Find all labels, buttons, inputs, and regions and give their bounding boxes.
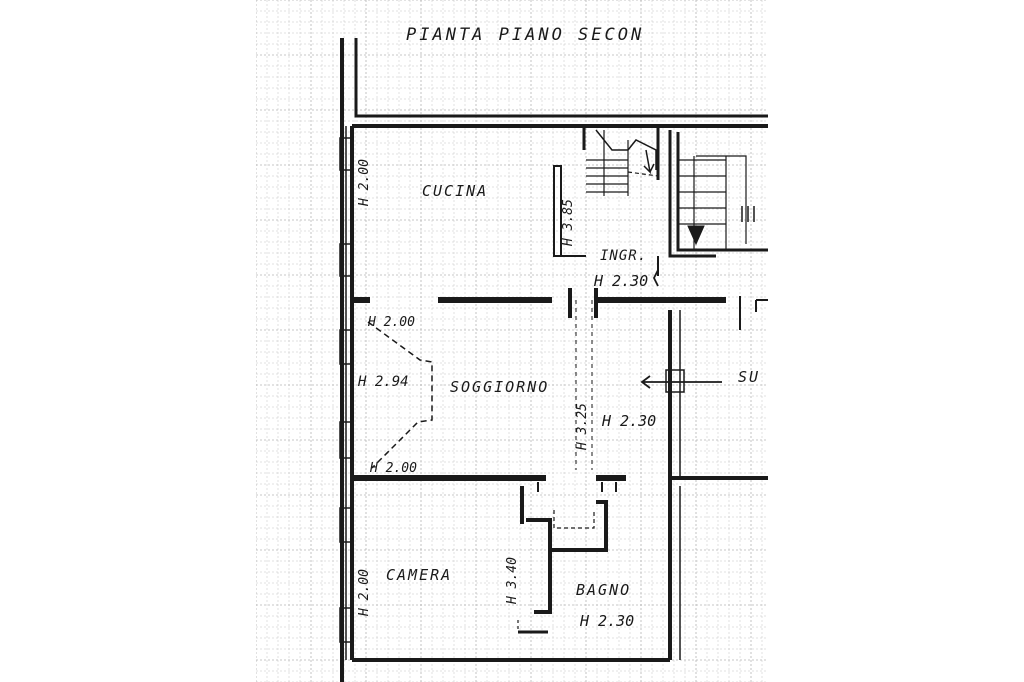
neighbor-room-marks xyxy=(739,296,768,330)
camera-bagno-step xyxy=(526,518,552,614)
window-camera xyxy=(339,507,353,543)
door-ticks xyxy=(537,482,617,492)
neighbor-stair-ticks xyxy=(741,206,755,222)
window-soggiorno xyxy=(339,329,353,365)
room-label-neighbor: SU xyxy=(738,368,760,386)
upper-corridor-wall xyxy=(354,38,768,118)
stair-arrow xyxy=(643,149,655,175)
height-soggiorno-center: H 3.25 xyxy=(575,403,590,451)
height-soggiorno-right: H 2.30 xyxy=(601,412,656,430)
window-soggiorno-2 xyxy=(339,421,353,459)
room-label-camera: CAMERA xyxy=(386,566,452,584)
arrow-ingresso xyxy=(652,269,659,287)
bagno-door-line xyxy=(553,510,595,529)
soggiorno-vault-dashed xyxy=(367,321,433,469)
height-soggiorno-top: H 2.00 xyxy=(367,315,415,330)
neighbor-stair-steps xyxy=(678,155,747,250)
walls xyxy=(339,38,768,682)
neighbor-stair-walls xyxy=(668,130,768,258)
height-ingresso: H 2.30 xyxy=(593,272,648,290)
room-label-soggiorno: SOGGIORNO xyxy=(450,378,549,396)
arrow-su xyxy=(640,375,722,389)
room-label-ingresso: INGR. xyxy=(600,248,647,264)
stair-dashed-line xyxy=(627,171,659,177)
cucina-partition-h385 xyxy=(553,165,562,257)
window-cucina xyxy=(339,137,353,171)
height-soggiorno-bottom: H 2.00 xyxy=(369,461,417,476)
height-camera-wall: H 3.40 xyxy=(505,557,520,605)
bagno-step-right xyxy=(550,500,608,552)
floor-plan-drawing: PIANTA PIANO SECON xyxy=(256,0,768,682)
floor-plan-sheet: PIANTA PIANO SECON xyxy=(256,0,768,682)
right-wall-post xyxy=(665,369,685,393)
window-cucina-2 xyxy=(339,243,353,277)
height-soggiorno-side: H 2.94 xyxy=(357,374,409,390)
plan-title: PIANTA PIANO SECON xyxy=(406,25,644,45)
height-cucina-wall: H 3.85 xyxy=(561,199,576,247)
room-label-cucina: CUCINA xyxy=(422,182,488,200)
height-cucina-side: H 2.00 xyxy=(357,159,372,207)
height-bagno: H 2.30 xyxy=(579,612,634,630)
window-camera-2 xyxy=(339,607,353,643)
room-label-bagno: BAGNO xyxy=(576,581,631,599)
stair-steps xyxy=(586,130,629,196)
stair-well-walls xyxy=(582,128,660,180)
height-camera-side: H 2.00 xyxy=(357,569,372,617)
stair-landing xyxy=(595,129,657,170)
neighbor-stair-arrow xyxy=(687,225,705,246)
